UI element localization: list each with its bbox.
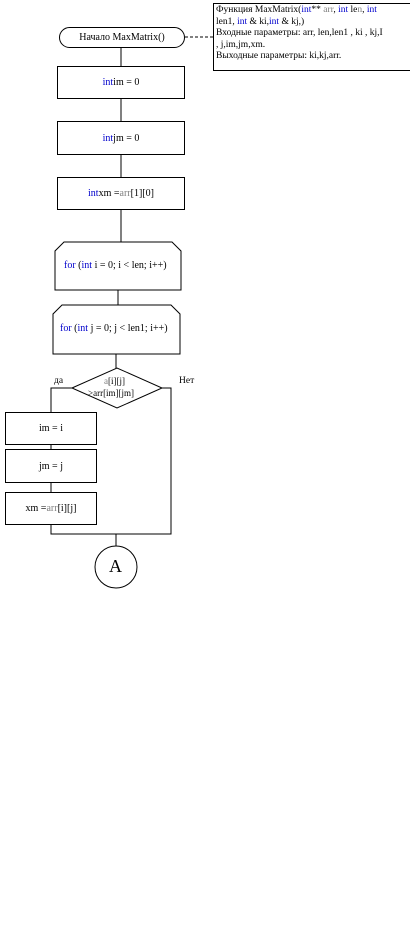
note-line-5: Выходные параметры: ki,kj,arr. [216,51,342,61]
note-line-4: , j,im,jm,xm. [216,39,266,50]
note-line-2: len1, int & ki,int & kj,) [216,16,305,27]
init-im-block: int im = 0 [57,66,185,99]
start-label: Начало MaxMatrix() [79,32,165,43]
note-line-1: Функция MaxMatrix(int** arr, int len, in… [216,5,377,15]
outer-loop-label: for (int i = 0; i < len; i++) [64,260,167,271]
note-line-3: Входные параметры: arr, len,len1 , ki , … [216,28,383,38]
decision-no-label: Нет [179,376,195,386]
init-xm-block: int xm = arr[1][0] [57,177,185,210]
assign-xm-block: xm = arr[i][j] [5,492,97,525]
assign-jm-block: jm = j [5,449,97,483]
assign-im-block: im = i [5,412,97,445]
function-description-note: Функция MaxMatrix(int** arr, int len, in… [213,3,410,71]
decision-line-1: a[i][j] [104,376,125,386]
inner-loop-label: for (int j = 0; j < len1; i++) [60,323,168,334]
decision-yes-label: да [54,376,64,386]
decision-line-2: >arr[im][jm] [88,388,135,398]
init-jm-block: int jm = 0 [57,121,185,155]
start-terminator: Начало MaxMatrix() [59,27,185,48]
connector-a-label: A [109,556,122,576]
